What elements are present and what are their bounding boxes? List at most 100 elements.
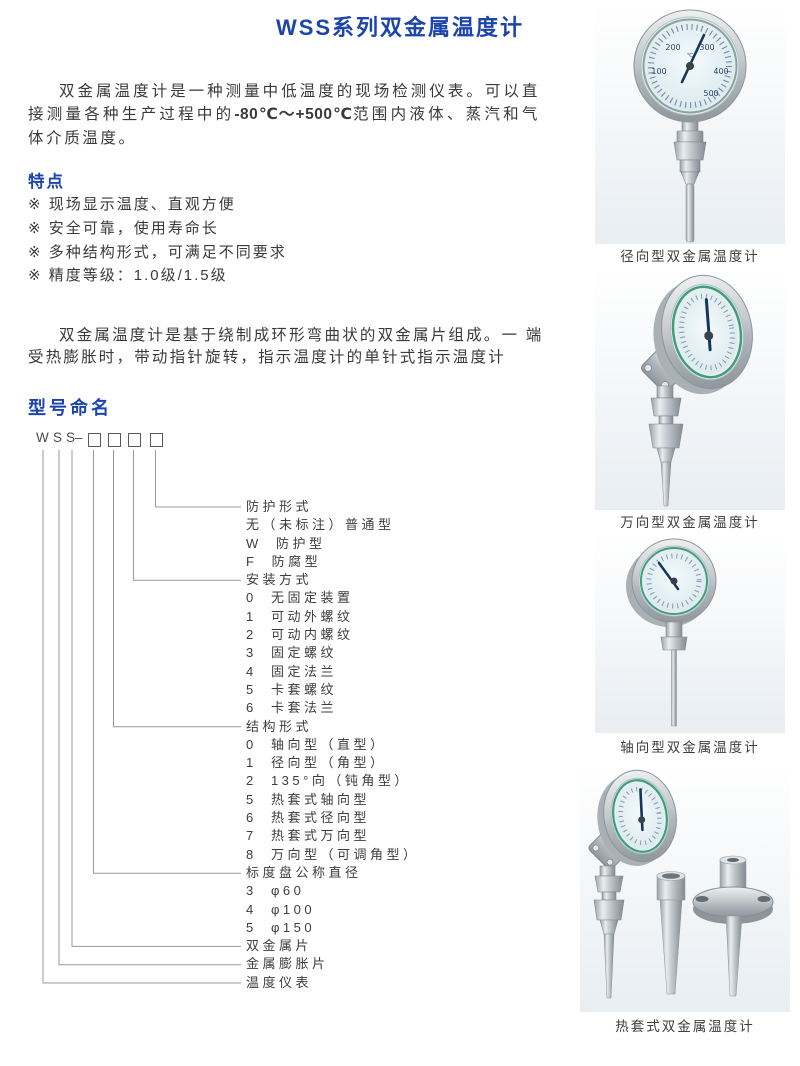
model-code-letter: S xyxy=(66,430,76,445)
model-row-text: 6 热套式径向型 xyxy=(246,810,370,826)
gauge-needle xyxy=(657,561,680,591)
dial-number: 100 xyxy=(651,67,666,76)
needle-hub xyxy=(638,816,646,824)
universal-thermometer-photo xyxy=(595,266,785,510)
model-row-text: 0 无固定装置 xyxy=(246,590,354,606)
thermowell-thermometer-photo xyxy=(580,764,790,1012)
model-row: 标度盘公称直径 xyxy=(246,864,419,882)
hex-fitting xyxy=(660,636,688,651)
model-row-text: 2 135°向（钝角型） xyxy=(246,773,411,789)
product-caption: 径向型双金属温度计 xyxy=(620,249,760,264)
model-row-text: 4 固定法兰 xyxy=(246,663,337,679)
model-code-letter: S xyxy=(53,430,63,445)
model-code-box xyxy=(108,433,121,447)
fitting-collar xyxy=(679,159,701,173)
model-row: 1 径向型（角型） xyxy=(246,754,419,772)
features-list: ※ 现场显示温度、直观方便※ 安全可靠，使用寿命长※ 多种结构形式，可满足不同要… xyxy=(28,193,287,288)
thermowell-sleeve-bore xyxy=(662,873,680,879)
model-row: 安装方式 xyxy=(246,571,419,589)
tilted-gauge-head xyxy=(653,274,753,395)
model-naming-heading: 型号命名 xyxy=(28,398,112,418)
gauge-gasket xyxy=(612,779,668,853)
model-row: 1 可动外螺纹 xyxy=(246,608,419,626)
flange-disc xyxy=(692,886,774,918)
dial-number: 500 xyxy=(703,89,718,98)
stem-taper xyxy=(680,171,700,185)
model-row: 5 φ150 xyxy=(246,919,419,937)
dial-number: 200 xyxy=(665,43,680,52)
model-row: 7 热套式万向型 xyxy=(246,827,419,845)
model-row: 3 φ60 xyxy=(246,882,419,900)
hex-fitting-large xyxy=(648,423,684,449)
hex-fitting xyxy=(673,141,707,161)
stem-probe xyxy=(685,183,695,243)
model-row: 6 卡套法兰 xyxy=(246,699,419,717)
model-row-text: 6 卡套法兰 xyxy=(246,700,337,716)
fitting-collar xyxy=(658,415,674,425)
model-code-letter: W xyxy=(36,430,49,445)
model-code-box xyxy=(128,433,141,447)
flange-well-bore xyxy=(727,858,739,862)
gauge-neck xyxy=(599,865,616,877)
axial-thermometer-photo xyxy=(595,533,785,733)
dial-number: 300 xyxy=(699,43,714,52)
model-row-text: F 防腐型 xyxy=(246,553,322,569)
model-row-text: 5 卡套螺纹 xyxy=(246,681,337,697)
intro-text-before: 双金属温度计是一种测量中低温度的现场检测仪表。可以直接测量各种生产过程中的 xyxy=(28,82,540,124)
needle-hub xyxy=(686,62,694,70)
diagram-connector-lines xyxy=(42,450,241,984)
features-heading: 特点 xyxy=(28,173,65,191)
model-row: 4 固定法兰 xyxy=(246,663,419,681)
gauge-tick-marks xyxy=(648,24,732,108)
model-row-text: 防护形式 xyxy=(246,499,313,514)
model-row-text: 0 轴向型（直型） xyxy=(246,736,387,752)
model-code-box xyxy=(150,433,163,447)
gauge-neck xyxy=(665,621,683,638)
fitting-collar xyxy=(601,891,617,901)
model-row: 2 可动内螺纹 xyxy=(246,626,419,644)
intro-temperature-range: -80℃～+500℃ xyxy=(234,106,354,123)
hex-fitting xyxy=(650,397,682,417)
intro-paragraph: 双金属温度计是一种测量中低温度的现场检测仪表。可以直接测量各种生产过程中的-80… xyxy=(28,80,540,151)
model-row: 0 轴向型（直型） xyxy=(246,736,419,754)
product-caption: 热套式双金属温度计 xyxy=(615,1019,755,1034)
hex-fitting xyxy=(594,875,624,893)
radial-thermometer-photo: 100 200 300 400 500 ℃ xyxy=(595,4,785,244)
product-caption: 轴向型双金属温度计 xyxy=(620,740,760,755)
stem-probe xyxy=(671,649,677,727)
gauge-collar xyxy=(676,130,704,143)
model-row: W 防护型 xyxy=(246,535,419,553)
gauge-gasket xyxy=(640,547,708,615)
principle-paragraph: 双金属温度计是基于绕制成环形弯曲状的双金属片组成。一 端受热膨胀时，带动指针旋转… xyxy=(28,326,544,367)
model-code-separator: – xyxy=(75,430,83,445)
feature-item: ※ 安全可靠，使用寿命长 xyxy=(28,219,219,237)
model-row-text: 安装方式 xyxy=(246,572,313,588)
flange-bolt-hole xyxy=(757,896,771,902)
model-row-text: 1 径向型（角型） xyxy=(246,755,387,771)
feature-item: ※ 多种结构形式，可满足不同要求 xyxy=(28,243,287,261)
model-row: 温度仪表 xyxy=(246,974,419,992)
model-row: 4 φ100 xyxy=(246,901,419,919)
model-row: 8 万向型（可调角型） xyxy=(246,846,419,864)
model-row-text: 4 φ100 xyxy=(246,901,316,917)
model-row: 0 无固定装置 xyxy=(246,589,419,607)
model-row-text: 金属膨胀片 xyxy=(246,956,329,972)
flange-bolt-hole xyxy=(695,896,709,902)
model-row: 金属膨胀片 xyxy=(246,955,419,973)
model-row: 5 卡套螺纹 xyxy=(246,681,419,699)
model-row-text: 7 热套式万向型 xyxy=(246,828,370,844)
gauge-tick-marks xyxy=(646,553,702,609)
model-row-text: 8 万向型（可调角型） xyxy=(246,846,420,862)
model-row: 无（未标注）普通型 xyxy=(246,516,419,534)
model-row: 2 135°向（钝角型） xyxy=(246,772,419,790)
model-row-text: 5 热套式轴向型 xyxy=(246,791,370,807)
flange-well-head xyxy=(719,859,747,889)
model-row-text: 结构形式 xyxy=(246,718,313,734)
model-row-text: 温度仪表 xyxy=(246,974,313,990)
needle-hub xyxy=(704,331,714,341)
hex-fitting-large xyxy=(593,899,625,921)
dial-number: 400 xyxy=(713,67,728,76)
model-row: 6 热套式径向型 xyxy=(246,809,419,827)
